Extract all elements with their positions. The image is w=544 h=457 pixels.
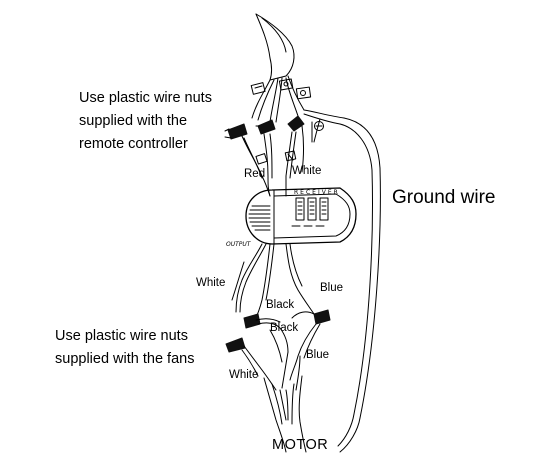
upper-wire-nuts [227, 115, 305, 140]
blue-wire-label-lower: Blue [306, 349, 330, 361]
remote-note-line-3: remote controller [79, 136, 188, 152]
black-wire-label-lower: Black [270, 322, 299, 334]
supply-wires [251, 75, 305, 123]
ground-wire [303, 109, 381, 453]
fan-note-line-2: supplied with the fans [55, 351, 195, 367]
fan-note: Use plastic wire nuts supplied with the … [55, 325, 194, 371]
ground-screw-icon [314, 121, 324, 131]
white-wire-label-top: White [292, 165, 322, 177]
receiver-label: RECEIVER [294, 189, 340, 196]
blue-wire-label-upper: Blue [320, 282, 344, 294]
remote-note-line-1: Use plastic wire nuts [79, 90, 212, 106]
remote-note: Use plastic wire nuts supplied with the … [79, 87, 212, 156]
output-label: OUTPUT [226, 241, 251, 248]
lower-wire-nuts [225, 309, 331, 353]
receiver-input-wires [241, 125, 304, 197]
black-wire-label-upper: Black [266, 299, 295, 311]
ground-wire-label: Ground wire [392, 187, 496, 208]
motor-label: MOTOR [272, 437, 329, 453]
receiver-box-icon [245, 187, 357, 245]
remote-note-line-2: supplied with the [79, 113, 188, 129]
white-wire-label-bottom: White [229, 369, 259, 381]
input-tags [255, 150, 297, 165]
downrod [255, 13, 295, 81]
fan-note-line-1: Use plastic wire nuts [55, 328, 188, 344]
red-wire-label: Red [244, 168, 266, 180]
white-wire-label-left: White [196, 277, 226, 289]
motor-lead [263, 375, 307, 453]
terminal-blocks [250, 78, 312, 100]
output-wires [231, 243, 315, 323]
